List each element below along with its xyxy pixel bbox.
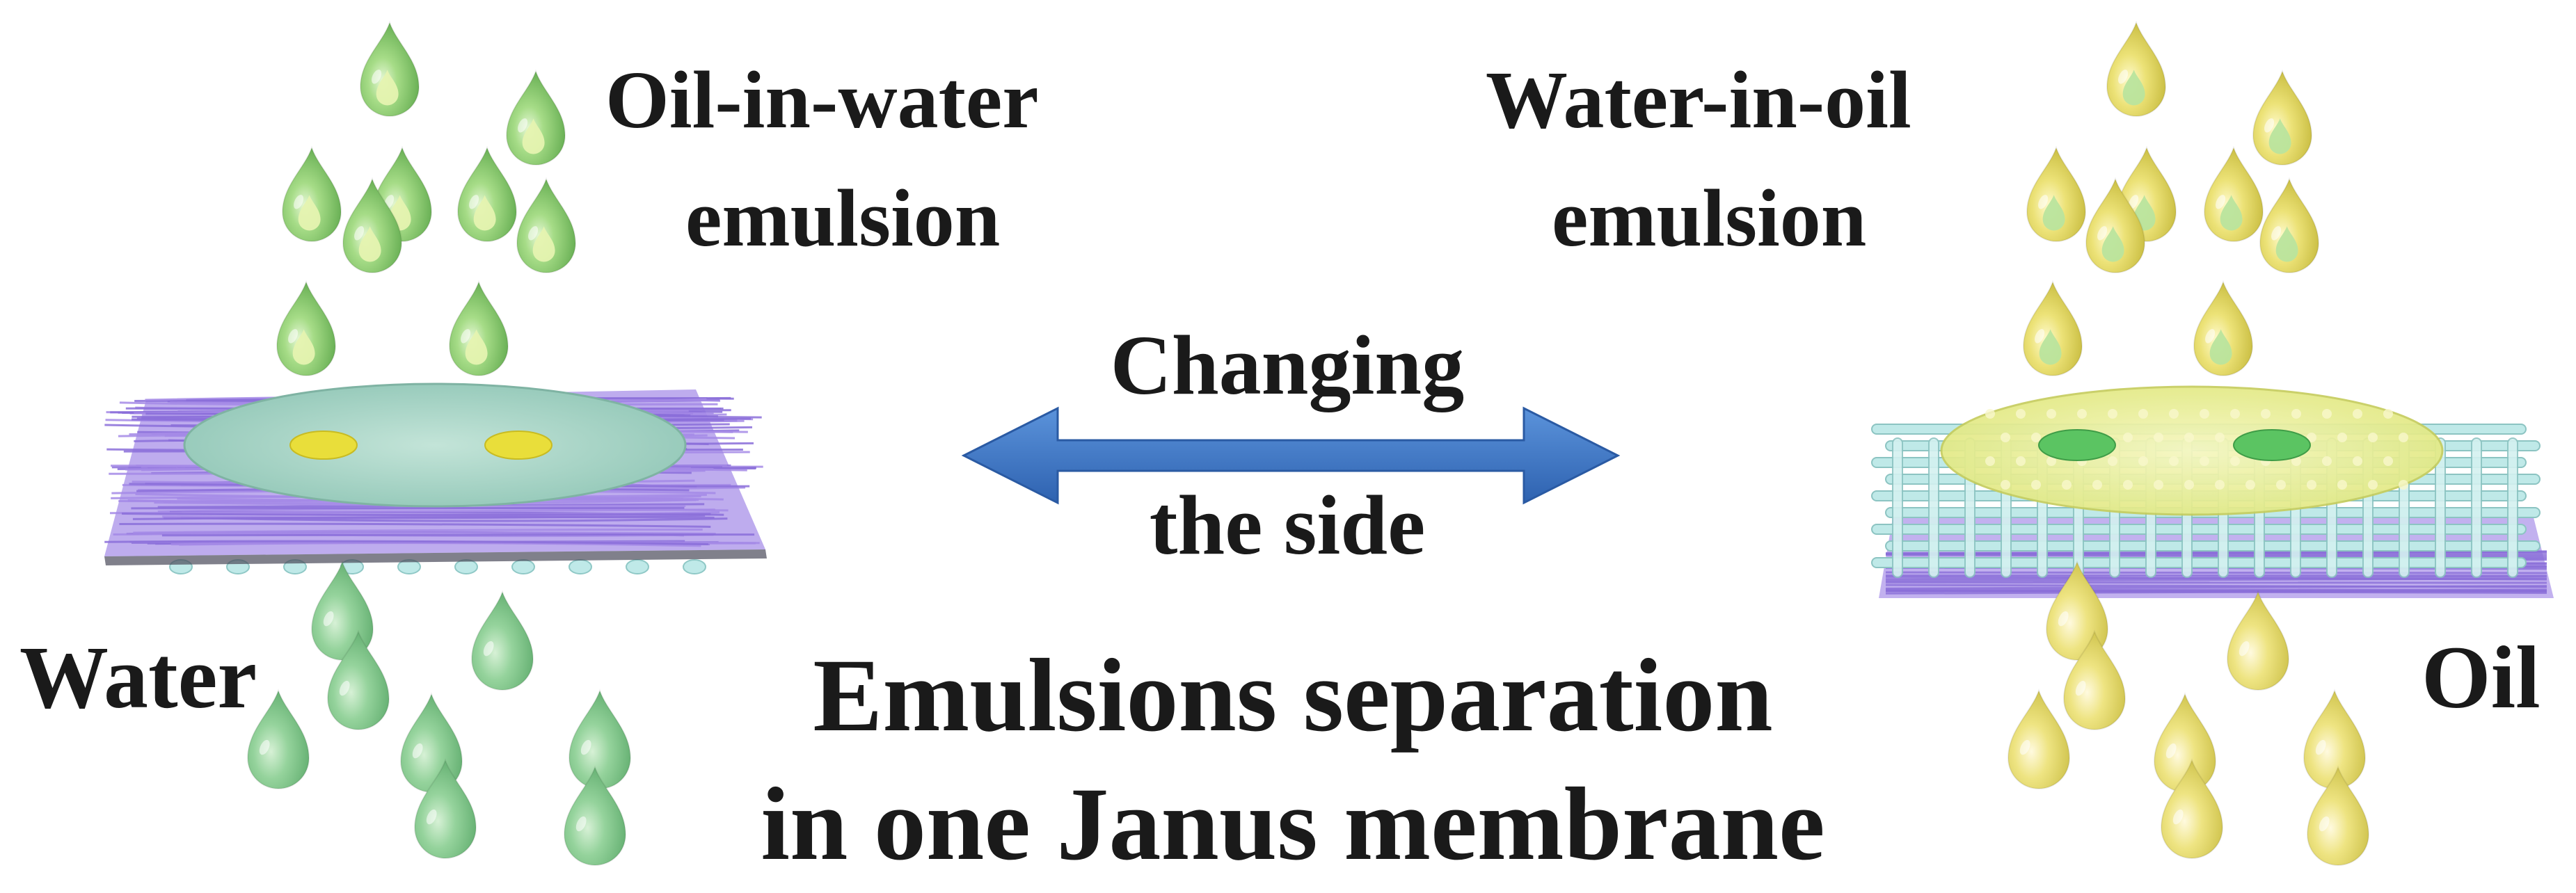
main-caption-line2: in one Janus membrane	[761, 766, 1825, 882]
droplet-icon	[2026, 145, 2087, 242]
droplet-icon	[281, 145, 342, 242]
droplet-icon	[2022, 280, 2083, 376]
droplet-icon	[2045, 560, 2109, 661]
water-in-oil-label-line1: Water-in-oil	[1486, 54, 1911, 145]
droplet-icon	[2062, 629, 2126, 730]
droplet-icon	[470, 590, 534, 691]
droplet-icon	[2007, 689, 2071, 789]
droplet-icon	[2252, 69, 2313, 166]
droplet-icon	[2306, 765, 2370, 866]
hydrophilic-coating	[183, 383, 687, 508]
droplet-icon	[326, 629, 390, 730]
droplet-icon	[2160, 758, 2224, 859]
main-caption-line1: Emulsions separation	[813, 638, 1773, 753]
droplet-icon	[359, 20, 420, 117]
droplet-icon	[2226, 590, 2290, 691]
left-janus-membrane	[104, 383, 767, 574]
water-spot	[2038, 429, 2116, 461]
oil-in-water-label-line1: Oil-in-water	[605, 54, 1039, 145]
oil-spot	[289, 431, 358, 460]
oil-output-label: Oil	[2422, 628, 2541, 727]
oil-in-water-label-line2: emulsion	[685, 172, 1001, 264]
right-janus-membrane	[1871, 385, 2554, 598]
droplet-icon	[456, 145, 518, 242]
double-arrow-icon	[961, 406, 1621, 505]
changing-label-line1: Changing	[1110, 319, 1465, 412]
droplet-icon	[563, 765, 627, 866]
droplet-icon	[246, 689, 310, 789]
hydrophobic-coating	[1940, 385, 2444, 516]
changing-label-line2: the side	[1149, 478, 1426, 572]
droplet-icon	[276, 280, 337, 376]
droplet-icon	[2085, 177, 2146, 273]
droplet-icon	[568, 689, 632, 789]
droplet-icon	[2203, 145, 2264, 242]
droplet-icon	[342, 177, 403, 273]
droplet-icon	[413, 758, 477, 859]
droplet-icon	[505, 69, 566, 166]
water-in-oil-label-line2: emulsion	[1552, 172, 1867, 264]
oil-spot	[484, 431, 552, 460]
droplet-icon	[2259, 177, 2320, 273]
droplet-icon	[448, 280, 509, 376]
water-output-label: Water	[19, 628, 257, 727]
droplet-icon	[2106, 20, 2167, 117]
droplet-icon	[2193, 280, 2254, 376]
droplet-icon	[516, 177, 577, 273]
water-spot	[2233, 429, 2311, 461]
